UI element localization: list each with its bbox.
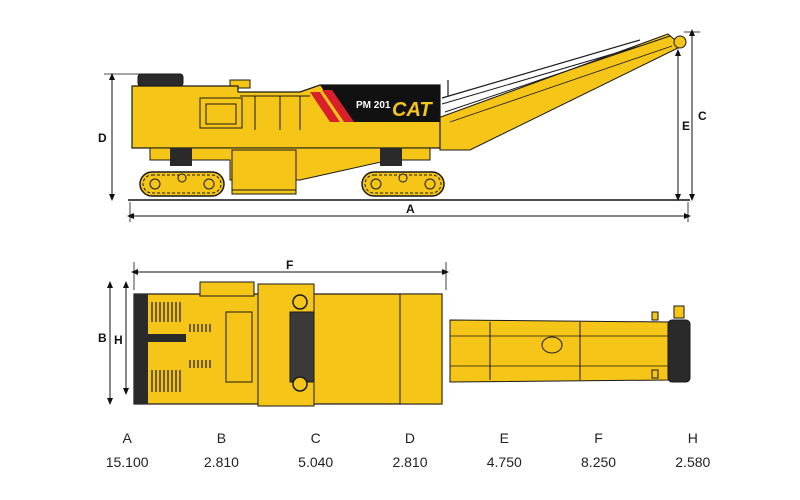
dimension-code: H <box>687 430 698 446</box>
engine-grille <box>151 302 211 392</box>
top-view: F B H <box>98 258 691 407</box>
dim-label-B: B <box>98 331 107 345</box>
dimension-value: 4.750 <box>486 454 522 470</box>
dimension-value: 2.580 <box>675 454 711 470</box>
brand-label: CAT <box>392 99 433 121</box>
dim-label-H: H <box>114 333 123 347</box>
top-conveyor <box>449 305 691 383</box>
dimension-value: 8.250 <box>581 454 617 470</box>
dimension-value: 2.810 <box>392 454 428 470</box>
model-label: PM 201 <box>356 100 391 111</box>
dim-label-E: E <box>682 119 690 133</box>
front-track-left <box>139 148 225 197</box>
dimension-value: 5.040 <box>298 454 334 470</box>
dim-label-C: C <box>698 109 707 123</box>
steering-wheel-icon <box>292 376 308 392</box>
dim-label-D: D <box>98 131 107 145</box>
side-view: PM 201 CAT D E C <box>98 29 707 222</box>
rear-track <box>361 148 445 197</box>
top-drum <box>289 311 315 383</box>
steering-wheel-icon <box>292 294 308 310</box>
cab-black-panel <box>320 85 440 122</box>
dimension-value: 2.810 <box>203 454 239 470</box>
side-machine-body <box>131 73 441 195</box>
dim-label-F: F <box>286 258 293 272</box>
dimension-code: B <box>216 430 227 446</box>
dimension-code: A <box>122 430 132 446</box>
dimension-code: E <box>499 430 509 446</box>
dimension-value: 15.100 <box>105 454 149 470</box>
dimension-table-header: A B C D E F H <box>80 430 740 450</box>
dimension-code: F <box>594 430 603 446</box>
red-stripe <box>322 90 354 122</box>
dimension-table: A B C D E F H 15.100 2.810 5.040 2.810 4… <box>80 430 740 476</box>
dim-label-A: A <box>406 202 415 216</box>
dimension-code: C <box>310 430 321 446</box>
dimension-table-values: 15.100 2.810 5.040 2.810 4.750 8.250 2.5… <box>80 450 740 476</box>
side-conveyor <box>437 33 687 151</box>
dimension-code: D <box>404 430 416 446</box>
